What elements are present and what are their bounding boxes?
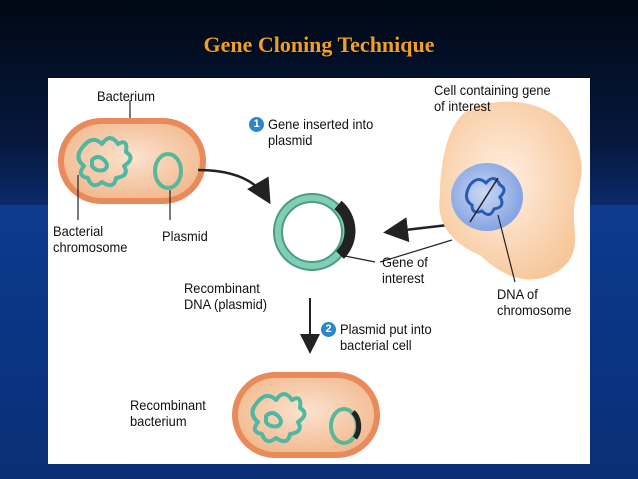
label-dna-of-chromosome: DNA of chromosome [497, 286, 572, 318]
chromosome-dna-shape [465, 177, 506, 216]
step-1-number-badge: 1 [249, 117, 264, 132]
slide-title: Gene Cloning Technique [203, 32, 435, 57]
step-2-number-badge: 2 [321, 322, 336, 337]
inserted-gene-segment [334, 200, 356, 259]
step-2: 2 Plasmid put into bacterial cell [321, 321, 440, 353]
eukaryotic-cell [439, 101, 582, 280]
step-2-text: Plasmid put into bacterial cell [340, 321, 432, 353]
recombinant-bacterium-cell [232, 372, 380, 458]
step-1-text: Gene inserted into plasmid [268, 116, 374, 148]
label-recombinant-dna: Recombinant DNA (plasmid) [184, 280, 268, 312]
label-gene-of-interest: Gene of interest [382, 254, 428, 286]
label-bacterial-chromosome: Bacterial chromosome [53, 223, 128, 255]
bacterium-cell [58, 118, 206, 204]
step-1: 1 Gene inserted into plasmid [249, 116, 382, 148]
label-recombinant-bacterium: Recombinant bacterium [130, 397, 206, 429]
plasmid-ring [153, 152, 183, 190]
arrow-from-gene [383, 217, 449, 243]
arrow-to-recombinant-dna [197, 168, 271, 205]
label-plasmid: Plasmid [162, 228, 208, 244]
label-bacterium: Bacterium [97, 88, 155, 104]
nucleus [451, 163, 523, 231]
bacterial-chromosome-shape [76, 136, 133, 188]
label-cell-containing-gene: Cell containing gene of interest [434, 82, 551, 114]
recombinant-dna-ring [273, 193, 356, 271]
